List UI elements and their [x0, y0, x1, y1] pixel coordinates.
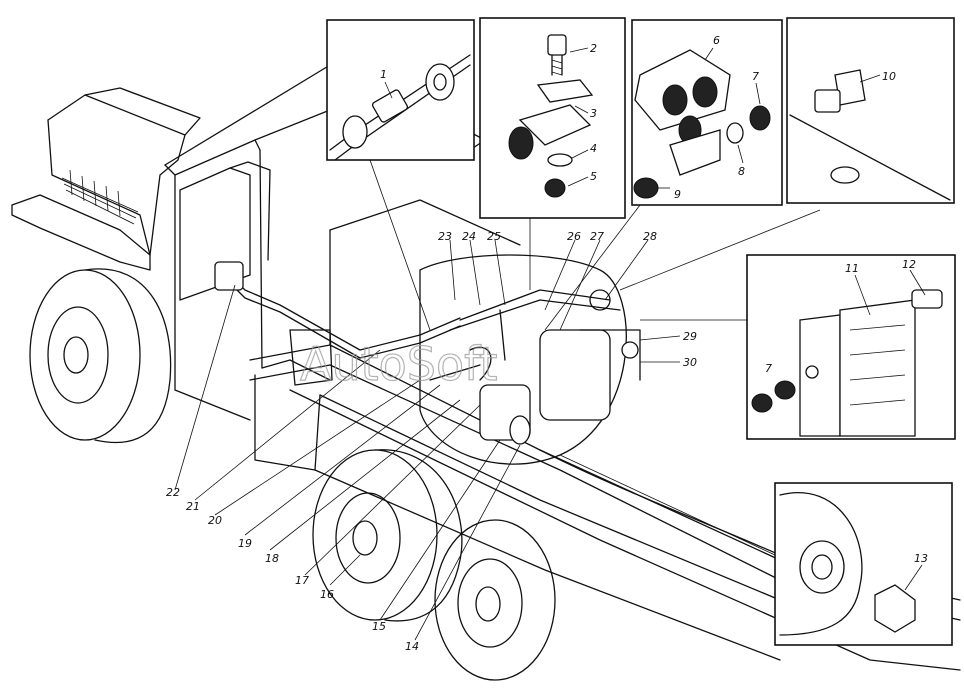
callout-13: 13 — [914, 552, 928, 565]
callout-9: 9 — [674, 188, 681, 201]
callout-21: 21 — [186, 500, 200, 513]
inset-clamp-2-5 — [479, 17, 626, 219]
callout-7-lower: 7 — [765, 362, 772, 375]
callout-12: 12 — [902, 258, 916, 271]
rear-wheel-2 — [434, 519, 556, 681]
callout-15: 15 — [372, 620, 386, 633]
inset-plug-13 — [774, 482, 953, 646]
callout-leaders — [174, 47, 926, 641]
callout-27: 27 — [590, 230, 604, 243]
callout-4: 4 — [590, 142, 597, 155]
callout-30: 30 — [683, 356, 697, 369]
callout-16: 16 — [320, 588, 334, 601]
callout-11: 11 — [845, 262, 859, 275]
watermark: AutoSoft — [300, 337, 498, 391]
callout-numbers: 1 2 3 4 5 6 7 8 9 10 11 12 7 13 14 15 16… — [166, 34, 928, 653]
front-wheel — [29, 268, 172, 444]
callout-2: 2 — [590, 42, 597, 55]
grille — [61, 169, 139, 225]
callout-29: 29 — [683, 330, 697, 343]
callout-28: 28 — [643, 230, 657, 243]
callout-7: 7 — [752, 70, 759, 83]
pump-assembly — [419, 254, 641, 465]
inset-connector-6-9 — [631, 19, 783, 206]
inset-fitting-1 — [326, 19, 475, 161]
inset-wall-11-12 — [746, 254, 956, 440]
callout-24: 24 — [462, 230, 476, 243]
callout-18: 18 — [265, 552, 279, 565]
callout-14: 14 — [405, 640, 419, 653]
callout-23: 23 — [438, 230, 452, 243]
callout-17: 17 — [295, 574, 309, 587]
callout-19: 19 — [238, 537, 252, 550]
callout-25: 25 — [487, 230, 501, 243]
callout-1: 1 — [380, 68, 387, 81]
callout-6: 6 — [713, 34, 720, 47]
valve-block — [214, 261, 244, 291]
callout-3: 3 — [590, 107, 597, 120]
callout-8: 8 — [738, 165, 745, 178]
callout-20: 20 — [208, 514, 222, 527]
leader-lines — [369, 159, 821, 556]
callout-5: 5 — [590, 170, 597, 183]
callout-10: 10 — [882, 70, 896, 83]
callout-22: 22 — [166, 486, 180, 499]
inset-elbow-10 — [786, 17, 955, 204]
callout-26: 26 — [567, 230, 581, 243]
